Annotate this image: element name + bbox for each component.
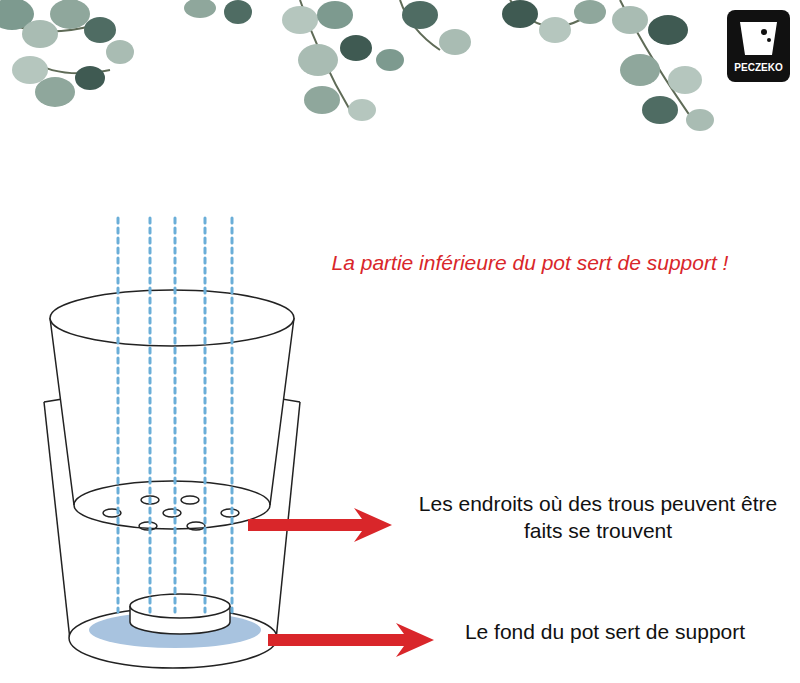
water-lines	[118, 218, 232, 612]
pointer-arrow	[248, 508, 392, 542]
callout-text: Le fond du pot sert de support	[440, 618, 770, 645]
leaves	[0, 0, 714, 131]
inner-pot	[50, 290, 294, 530]
logo-text: PECZEKO	[724, 62, 793, 73]
logo-pot	[740, 22, 777, 55]
note-text: La partie inférieure du pot sert de supp…	[270, 250, 790, 275]
pointer-arrow	[268, 623, 434, 657]
callout-text: Les endroits où des trous peuvent être f…	[402, 490, 794, 545]
